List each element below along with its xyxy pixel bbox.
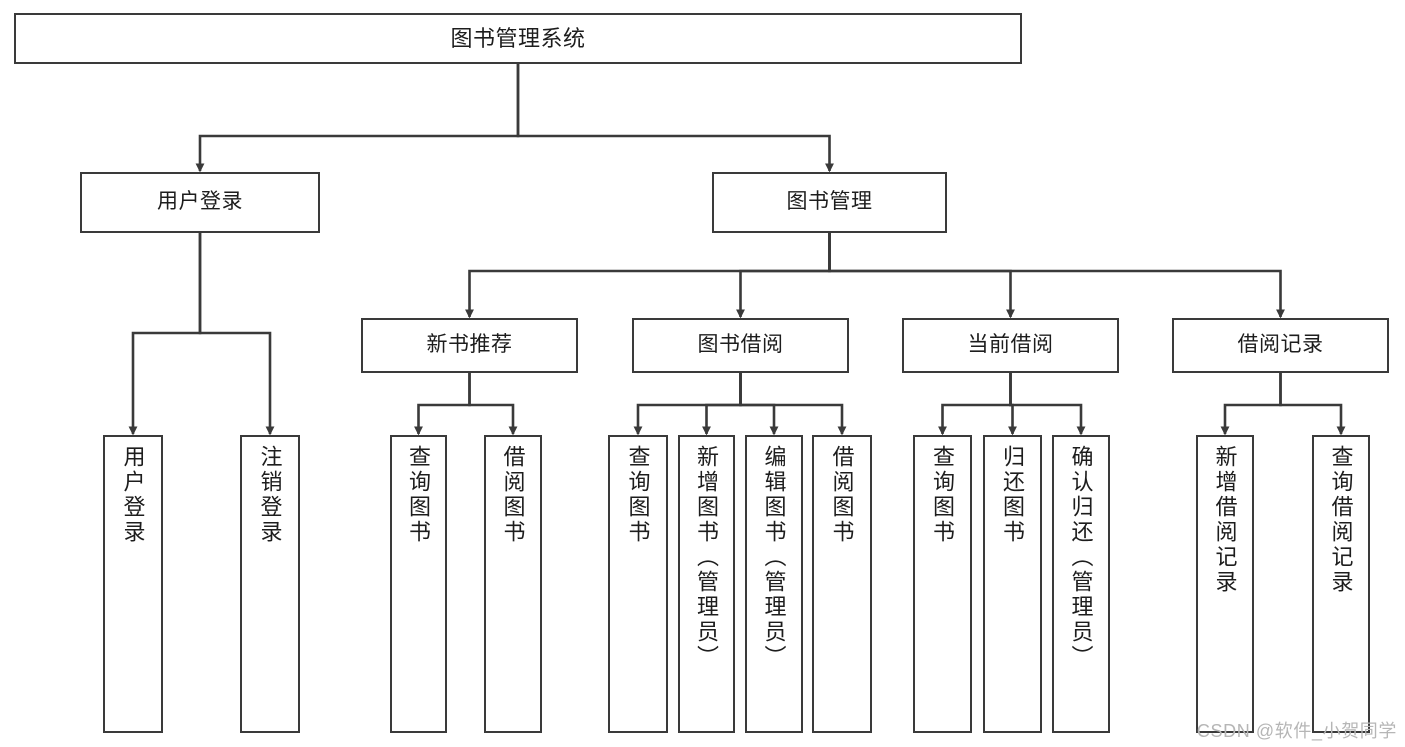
edge-borrow-record-to-leaf-query-record — [1279, 373, 1346, 436]
node-label: 用户登录 — [120, 445, 146, 545]
csdn-watermark: CSDN @软件_小贺同学 — [1196, 721, 1397, 741]
edge-book-borrow-to-leaf-borrow-book-2 — [739, 373, 847, 436]
edge-borrow-record-to-leaf-add-record — [1220, 373, 1282, 436]
node-leaf-query-record[interactable]: 查询借阅记录 — [1312, 435, 1370, 733]
node-label: 用户登录 — [157, 190, 243, 214]
node-label: 注销登录 — [257, 445, 283, 545]
edge-book-borrow-to-leaf-add-book — [702, 373, 742, 436]
node-current-borrow[interactable]: 当前借阅 — [902, 318, 1119, 373]
node-label: 查询图书 — [406, 445, 432, 545]
node-borrow-record[interactable]: 借阅记录 — [1172, 318, 1389, 373]
edge-new-book-rec-to-leaf-borrow-book-1 — [468, 373, 518, 436]
node-leaf-add-record[interactable]: 新增借阅记录 — [1196, 435, 1254, 733]
node-book-manage[interactable]: 图书管理 — [712, 172, 947, 233]
node-leaf-confirm-return[interactable]: 确认归还（管理员） — [1052, 435, 1110, 733]
node-user-login[interactable]: 用户登录 — [80, 172, 320, 233]
node-label: 图书管理系统 — [450, 25, 586, 51]
node-leaf-borrow-book-2[interactable]: 借阅图书 — [812, 435, 872, 733]
edge-user-login-to-leaf-user-login — [128, 233, 202, 436]
edge-current-borrow-to-leaf-return-book — [1008, 373, 1017, 436]
node-leaf-borrow-book-1[interactable]: 借阅图书 — [484, 435, 542, 733]
node-label: 编辑图书（管理员） — [761, 445, 787, 670]
node-label: 图书借阅 — [697, 333, 784, 357]
node-label: 查询图书 — [930, 445, 956, 545]
edge-root-to-user-login — [195, 64, 520, 173]
edge-book-manage-to-borrow-record — [828, 233, 1285, 319]
node-leaf-edit-book[interactable]: 编辑图书（管理员） — [745, 435, 803, 733]
node-label: 确认归还（管理员） — [1068, 445, 1094, 670]
node-root[interactable]: 图书管理系统 — [14, 13, 1022, 64]
node-label: 归还图书 — [1000, 445, 1026, 545]
edge-book-manage-to-book-borrow — [736, 233, 831, 319]
node-leaf-logout[interactable]: 注销登录 — [240, 435, 300, 733]
edge-book-manage-to-current-borrow — [828, 233, 1015, 319]
edge-user-login-to-leaf-logout — [198, 233, 275, 436]
node-leaf-query-book-2[interactable]: 查询图书 — [608, 435, 668, 733]
node-label: 借阅图书 — [500, 445, 526, 545]
node-label: 当前借阅 — [967, 333, 1054, 357]
node-label: 查询图书 — [625, 445, 651, 545]
node-label: 借阅图书 — [829, 445, 855, 545]
node-leaf-return-book[interactable]: 归还图书 — [983, 435, 1042, 733]
node-new-book-rec[interactable]: 新书推荐 — [361, 318, 578, 373]
node-label: 借阅记录 — [1237, 333, 1324, 357]
node-label: 新增图书（管理员） — [694, 445, 720, 670]
edge-book-borrow-to-leaf-edit-book — [739, 373, 779, 436]
node-book-borrow[interactable]: 图书借阅 — [632, 318, 849, 373]
node-label: 新书推荐 — [426, 333, 513, 357]
node-label: 查询借阅记录 — [1328, 445, 1354, 595]
edge-current-borrow-to-leaf-confirm-return — [1009, 373, 1086, 436]
node-leaf-user-login[interactable]: 用户登录 — [103, 435, 163, 733]
node-label: 新增借阅记录 — [1212, 445, 1238, 595]
node-leaf-add-book[interactable]: 新增图书（管理员） — [678, 435, 735, 733]
edge-new-book-rec-to-leaf-query-book-1 — [414, 373, 471, 436]
edge-book-manage-to-new-book-rec — [465, 233, 831, 319]
node-label: 图书管理 — [786, 190, 873, 214]
edge-root-to-book-manage — [516, 64, 834, 173]
edge-current-borrow-to-leaf-query-book-3 — [938, 373, 1012, 436]
edge-book-borrow-to-leaf-query-book-2 — [633, 373, 742, 436]
node-leaf-query-book-1[interactable]: 查询图书 — [390, 435, 447, 733]
node-leaf-query-book-3[interactable]: 查询图书 — [913, 435, 972, 733]
